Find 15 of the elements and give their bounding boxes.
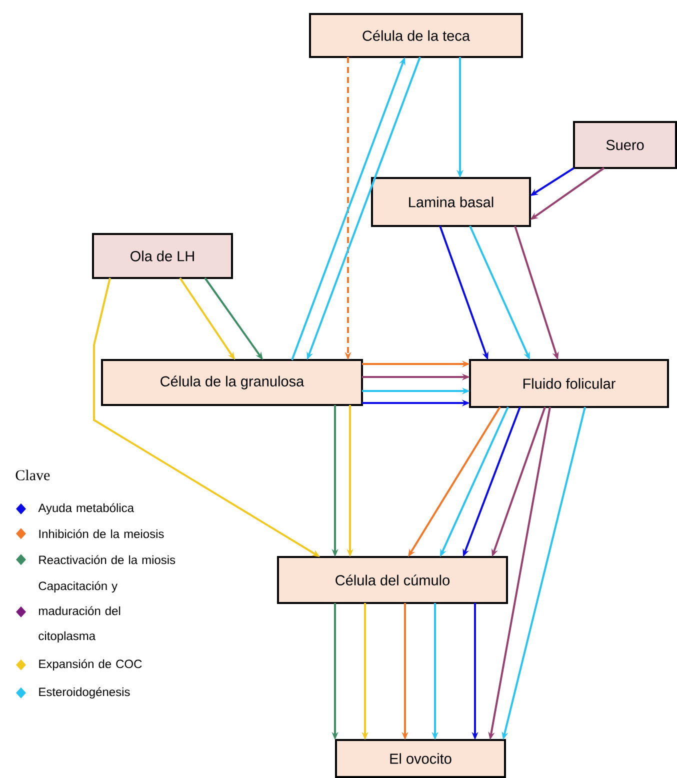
process-box: Ola de LH (92, 233, 233, 279)
process-box: Fluido folicular (469, 359, 669, 408)
process-box: El ovocito (335, 739, 506, 778)
process-box: Célula del cúmulo (277, 556, 508, 604)
legend-text: Reactivación de la miosis (39, 555, 176, 564)
legend-text: Expansión de COC (39, 659, 142, 671)
legend-text: Esteroidogénesis (39, 687, 130, 699)
legend-text: Ayuda metabólica (38, 503, 134, 515)
process-box: Célula de la granulosa (101, 359, 363, 406)
legend-text: Inhibición de la meiosis (39, 529, 164, 538)
legend-title: Clave (16, 470, 50, 480)
process-box: Lamina basal (371, 177, 531, 227)
legend-text: Capacitación y maduración del citoplasma (38, 581, 120, 643)
process-box: Célula de la teca (309, 13, 523, 58)
process-box: Suero (573, 121, 677, 169)
